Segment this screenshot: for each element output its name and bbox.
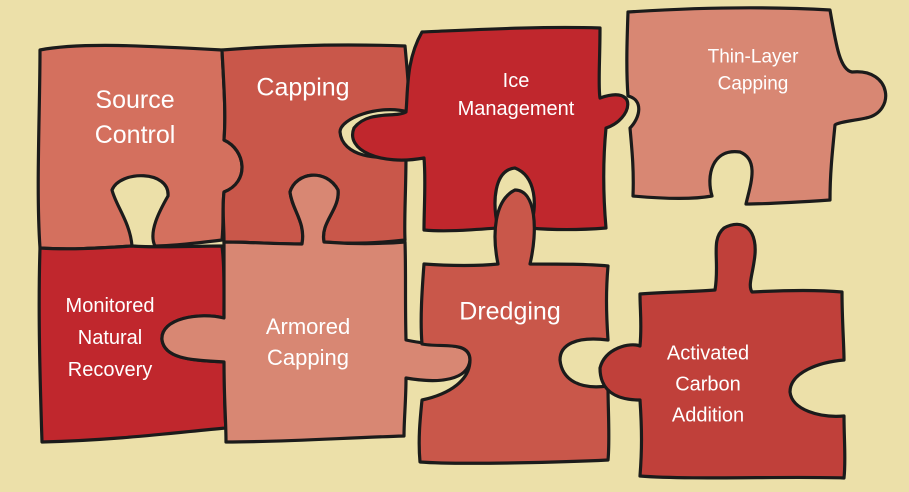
label-line: Natural (77, 327, 143, 349)
piece-ice-management (351, 25, 630, 233)
piece-dredging (417, 188, 611, 465)
label-line: Recovery (67, 359, 153, 381)
label-line: Management (457, 98, 575, 120)
label-line: Activated (666, 342, 750, 365)
label-line: Capping (717, 73, 789, 94)
label-line: Carbon (675, 373, 741, 396)
label-line: Capping (256, 73, 350, 102)
label-line: Thin-Layer (707, 46, 799, 68)
label-line: Addition (671, 404, 745, 427)
label-line: Control (94, 121, 176, 149)
label-capping: Capping (256, 71, 349, 106)
piece-armored-capping (160, 173, 472, 444)
piece-thin-layer-capping (625, 6, 888, 206)
label-line: Source (95, 86, 175, 114)
label-line: Monitored (65, 295, 155, 317)
label-line: Dredging (459, 297, 561, 326)
label-dredging: Dredging (459, 295, 560, 330)
label-line: Armored (265, 314, 351, 340)
piece-activated-carbon-addition (598, 222, 847, 480)
label-line: Capping (267, 345, 349, 370)
label-line: Ice (502, 70, 530, 92)
